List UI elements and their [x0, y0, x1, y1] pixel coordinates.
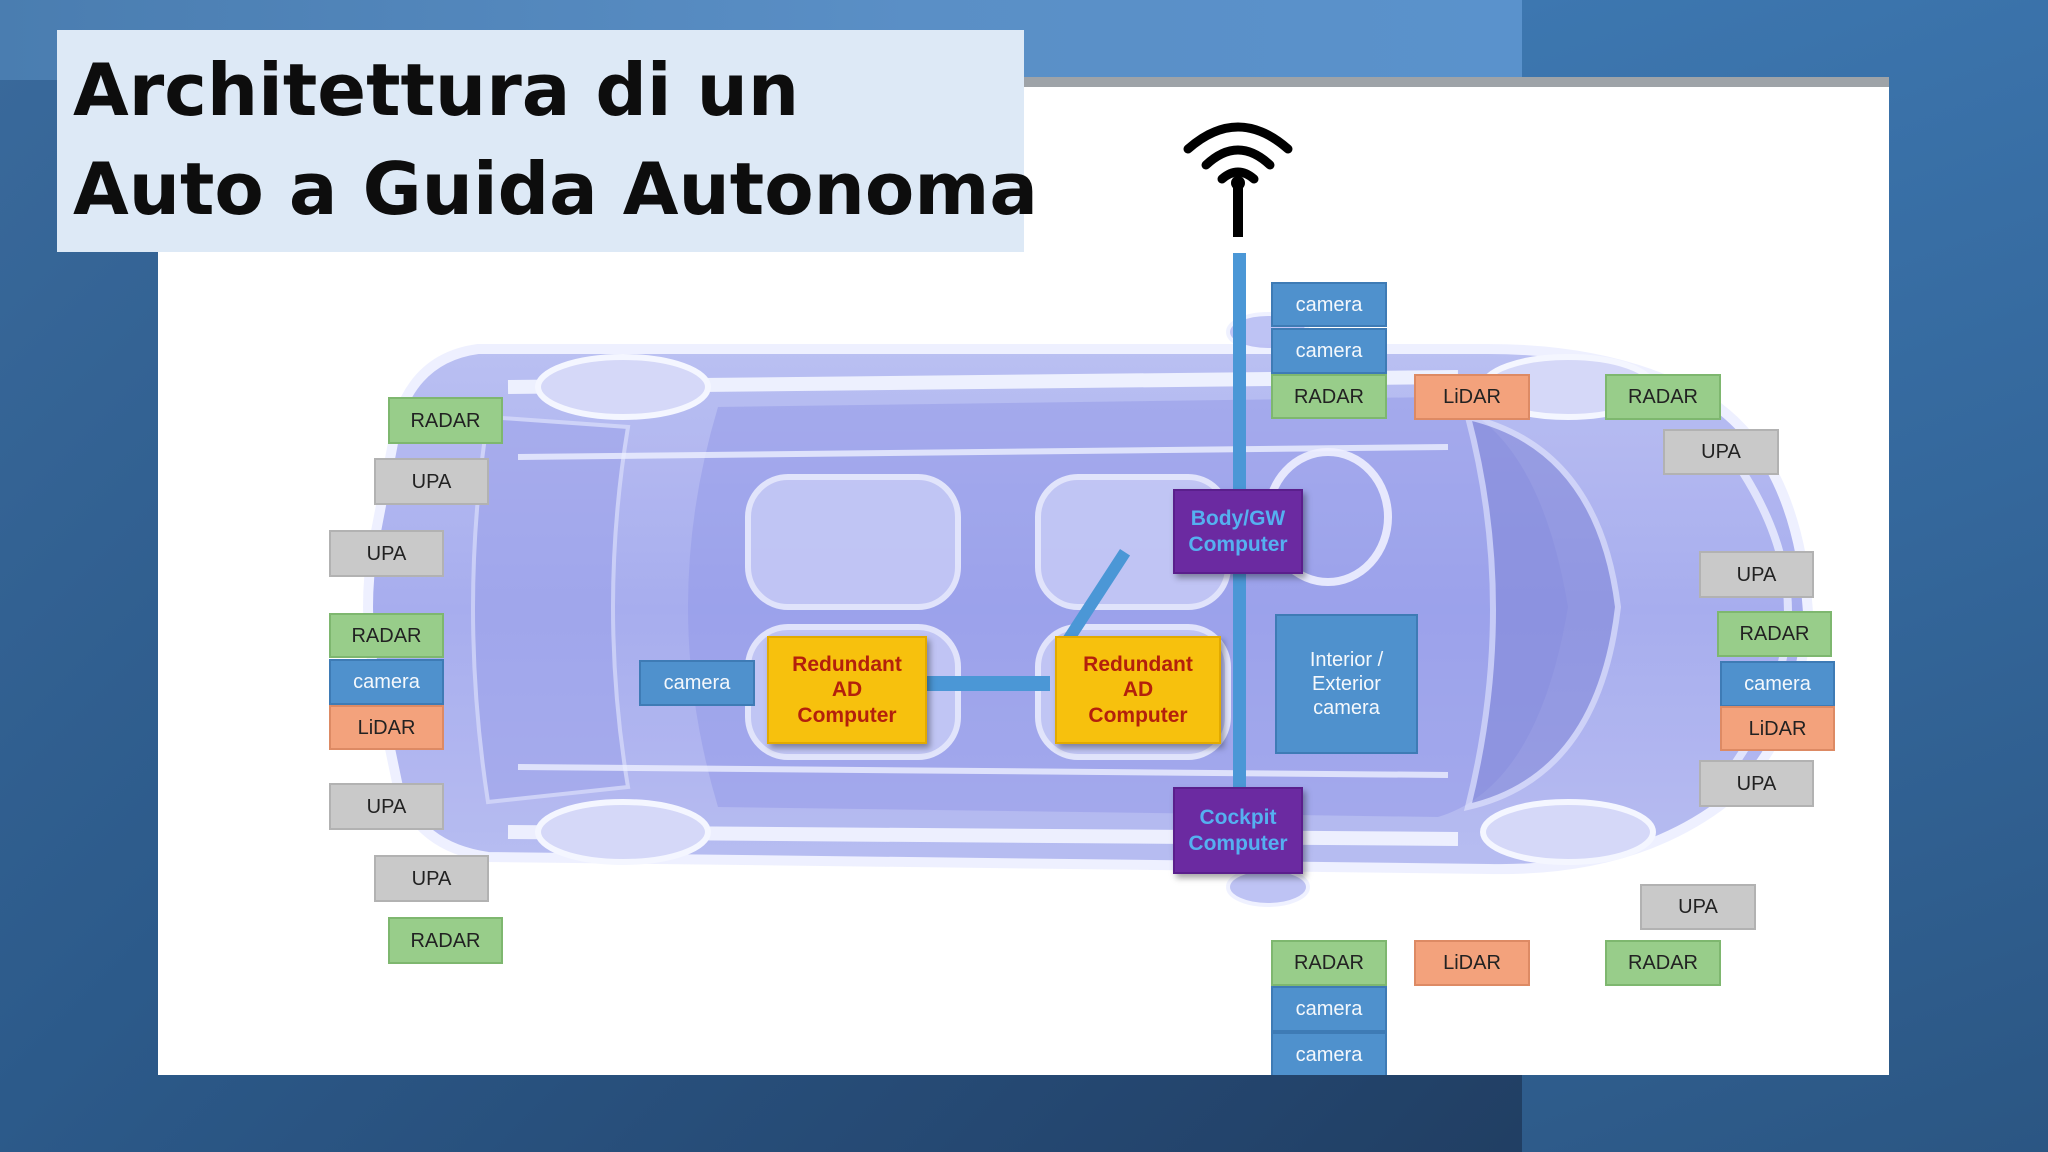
wire-antenna-body: [1233, 253, 1246, 496]
upa-top-right: UPA: [1663, 429, 1779, 475]
camera-bottom-2: camera: [1271, 1032, 1387, 1075]
upa-left-3: UPA: [329, 783, 444, 830]
radar-bottom-right: RADAR: [1605, 940, 1721, 986]
radar-right-mid: RADAR: [1717, 611, 1832, 657]
body-gw-computer: Body/GW Computer: [1173, 489, 1303, 574]
radar-left-mid: RADAR: [329, 613, 444, 658]
radar-left-bottom: RADAR: [388, 917, 503, 964]
wifi-antenna-icon: [1183, 122, 1293, 237]
camera-top-1: camera: [1271, 282, 1387, 327]
camera-left: camera: [329, 659, 444, 705]
camera-center: camera: [639, 660, 755, 706]
camera-right: camera: [1720, 661, 1835, 707]
lidar-top: LiDAR: [1414, 374, 1530, 420]
upa-bottom-right: UPA: [1640, 884, 1756, 930]
title-line-1: Architettura di un: [73, 48, 800, 132]
wire-ad-ad: [927, 676, 1050, 691]
title-box: Architettura di un Auto a Guida Autonoma: [57, 30, 1038, 252]
radar-bottom-center: RADAR: [1271, 940, 1387, 986]
interior-exterior-camera: Interior / Exterior camera: [1275, 614, 1418, 754]
wire-body-cockpit: [1233, 572, 1246, 797]
redundant-ad-computer-2: Redundant AD Computer: [1055, 636, 1221, 744]
cockpit-computer: Cockpit Computer: [1173, 787, 1303, 874]
lidar-right: LiDAR: [1720, 706, 1835, 751]
upa-left-2: UPA: [329, 530, 444, 577]
camera-bottom-1: camera: [1271, 986, 1387, 1032]
upa-left-4: UPA: [374, 855, 489, 902]
redundant-ad-computer-1: Redundant AD Computer: [767, 636, 927, 744]
radar-left-top: RADAR: [388, 397, 503, 444]
diagram-slide: camera camera RADAR LiDAR RADAR UPA RADA…: [158, 77, 1889, 1075]
upa-right-2: UPA: [1699, 760, 1814, 807]
camera-top-2: camera: [1271, 328, 1387, 374]
upa-right-1: UPA: [1699, 551, 1814, 598]
title-line-2: Auto a Guida Autonoma: [73, 147, 1039, 231]
radar-top-right: RADAR: [1605, 374, 1721, 420]
upa-left-1: UPA: [374, 458, 489, 505]
lidar-left: LiDAR: [329, 705, 444, 750]
lidar-bottom: LiDAR: [1414, 940, 1530, 986]
radar-top-center: RADAR: [1271, 374, 1387, 419]
